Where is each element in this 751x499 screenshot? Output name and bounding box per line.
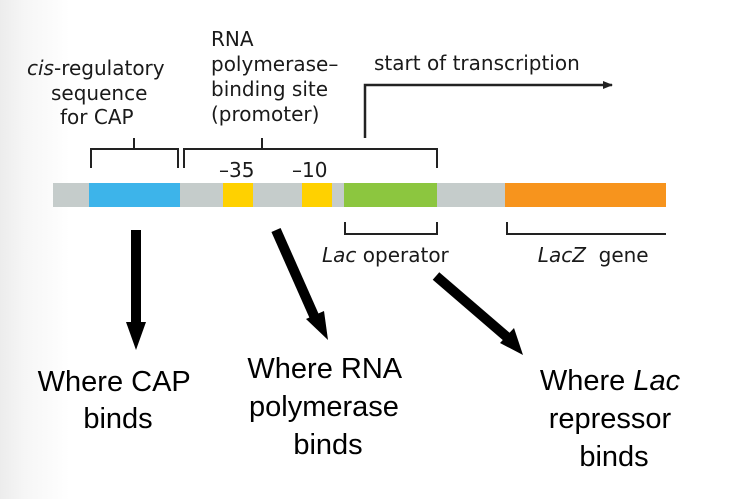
rna-binding-site-label-line4: (promoter): [211, 102, 319, 126]
lac-operator-segment: [344, 183, 437, 207]
cap-site-bracket: [90, 138, 179, 168]
cis-regulatory-label: cis-regulatory: [27, 56, 165, 80]
rna-polymerase-callout-text: Where RNA polymerase binds: [247, 353, 408, 461]
lacz-gene-label: LacZ gene: [506, 243, 668, 267]
cap-site-segment: [89, 183, 180, 207]
minus10-label: –10: [292, 158, 327, 182]
minus35-label: –35: [219, 158, 254, 182]
minus10-box: [302, 183, 332, 207]
cis-regulatory-label-line2: sequence: [51, 81, 147, 105]
lacz-gene-segment: [505, 183, 666, 207]
transcription-start-arrow: [363, 81, 613, 138]
cap-callout-text: Where CAP binds: [38, 366, 199, 435]
promoter-bracket: [183, 138, 438, 168]
rna-binding-site-label-line1: RNA: [211, 27, 254, 51]
lacz-gene-bracket: [506, 222, 666, 235]
lac-operator-bracket: [344, 222, 438, 235]
rna-binding-site-label-line2: polymerase–: [211, 52, 338, 76]
cap-callout-arrow: [126, 230, 146, 350]
minus35-box: [223, 183, 253, 207]
lac-repressor-callout-text: Where Lac repressor binds: [540, 365, 688, 473]
cis-regulatory-label-line3: for CAP: [60, 105, 134, 129]
lac-operator-label: Lac operator: [322, 243, 450, 267]
dna-strand: [53, 183, 666, 207]
rna-polymerase-callout-arrow: [271, 227, 328, 340]
start-of-transcription-label: start of transcription: [374, 51, 580, 75]
lac-repressor-callout-arrow: [432, 272, 523, 355]
rna-binding-site-label-line3: binding site: [211, 77, 328, 101]
